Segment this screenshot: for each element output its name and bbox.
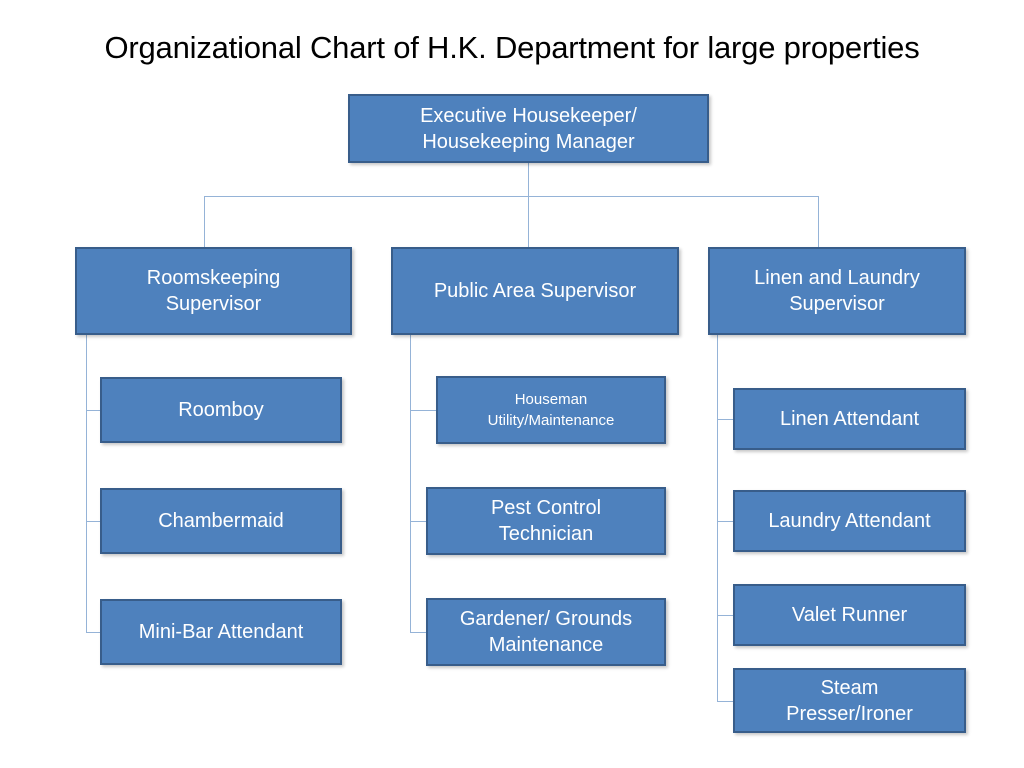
connector-stub-col3-2: [717, 521, 734, 522]
node-houseman-utility-maintenance[interactable]: Houseman Utility/Maintenance: [436, 376, 666, 444]
connector-spine-col-2: [410, 335, 411, 632]
connector-stub-col1-1: [86, 410, 101, 411]
node-linen-and-laundry-supervisor[interactable]: Linen and Laundry Supervisor: [708, 247, 966, 335]
connector-drop-supervisor-2: [528, 196, 529, 247]
node-label: Roomboy: [178, 399, 264, 421]
node-gardener-grounds-maintenance[interactable]: Gardener/ Grounds Maintenance: [426, 598, 666, 666]
node-label: Houseman Utility/Maintenance: [487, 391, 615, 429]
node-label: Public Area Supervisor: [433, 280, 637, 302]
node-label: Roomskeeping Supervisor: [146, 267, 281, 315]
node-laundry-attendant[interactable]: Laundry Attendant: [733, 490, 966, 552]
node-steam-presser-ironer[interactable]: Steam Presser/Ironer: [733, 668, 966, 733]
node-executive-housekeeper[interactable]: Executive Housekeeper/ Housekeeping Mana…: [348, 94, 709, 163]
node-label: Linen Attendant: [779, 408, 919, 430]
node-chambermaid[interactable]: Chambermaid: [100, 488, 342, 554]
node-roomskeeping-supervisor[interactable]: Roomskeeping Supervisor: [75, 247, 352, 335]
node-public-area-supervisor[interactable]: Public Area Supervisor: [391, 247, 679, 335]
node-label: Linen and Laundry Supervisor: [754, 267, 920, 315]
connector-stub-col2-1: [410, 410, 436, 411]
node-valet-runner[interactable]: Valet Runner: [733, 584, 966, 646]
node-pest-control-technician[interactable]: Pest Control Technician: [426, 487, 666, 555]
node-label: Steam Presser/Ironer: [786, 676, 913, 725]
connector-spine-col-3: [717, 335, 718, 701]
node-label: Chambermaid: [158, 510, 284, 532]
page-title: Organizational Chart of H.K. Department …: [104, 30, 920, 65]
node-label: Laundry Attendant: [768, 510, 931, 532]
connector-drop-supervisor-1: [204, 196, 205, 247]
node-mini-bar-attendant[interactable]: Mini-Bar Attendant: [100, 599, 342, 665]
connector-stub-col1-2: [86, 521, 101, 522]
node-label: Pest Control Technician: [490, 497, 602, 545]
connector-root-bar: [204, 196, 819, 197]
node-roomboy[interactable]: Roomboy: [100, 377, 342, 443]
connector-spine-col-1: [86, 335, 87, 632]
node-label: Gardener/ Grounds Maintenance: [459, 608, 633, 656]
connector-stub-col3-1: [717, 419, 734, 420]
connector-stub-col1-3: [86, 632, 101, 633]
connector-stub-col2-2: [410, 521, 436, 522]
node-label: Valet Runner: [791, 604, 908, 626]
connector-stub-col3-4: [717, 701, 734, 702]
connector-stub-col3-3: [717, 615, 734, 616]
node-label: Mini-Bar Attendant: [138, 621, 304, 643]
connector-drop-supervisor-3: [818, 196, 819, 247]
node-label: Executive Housekeeper/ Housekeeping Mana…: [420, 104, 637, 153]
node-linen-attendant[interactable]: Linen Attendant: [733, 388, 966, 450]
connector-stub-col2-3: [410, 632, 436, 633]
connector-root-stem: [528, 163, 529, 197]
